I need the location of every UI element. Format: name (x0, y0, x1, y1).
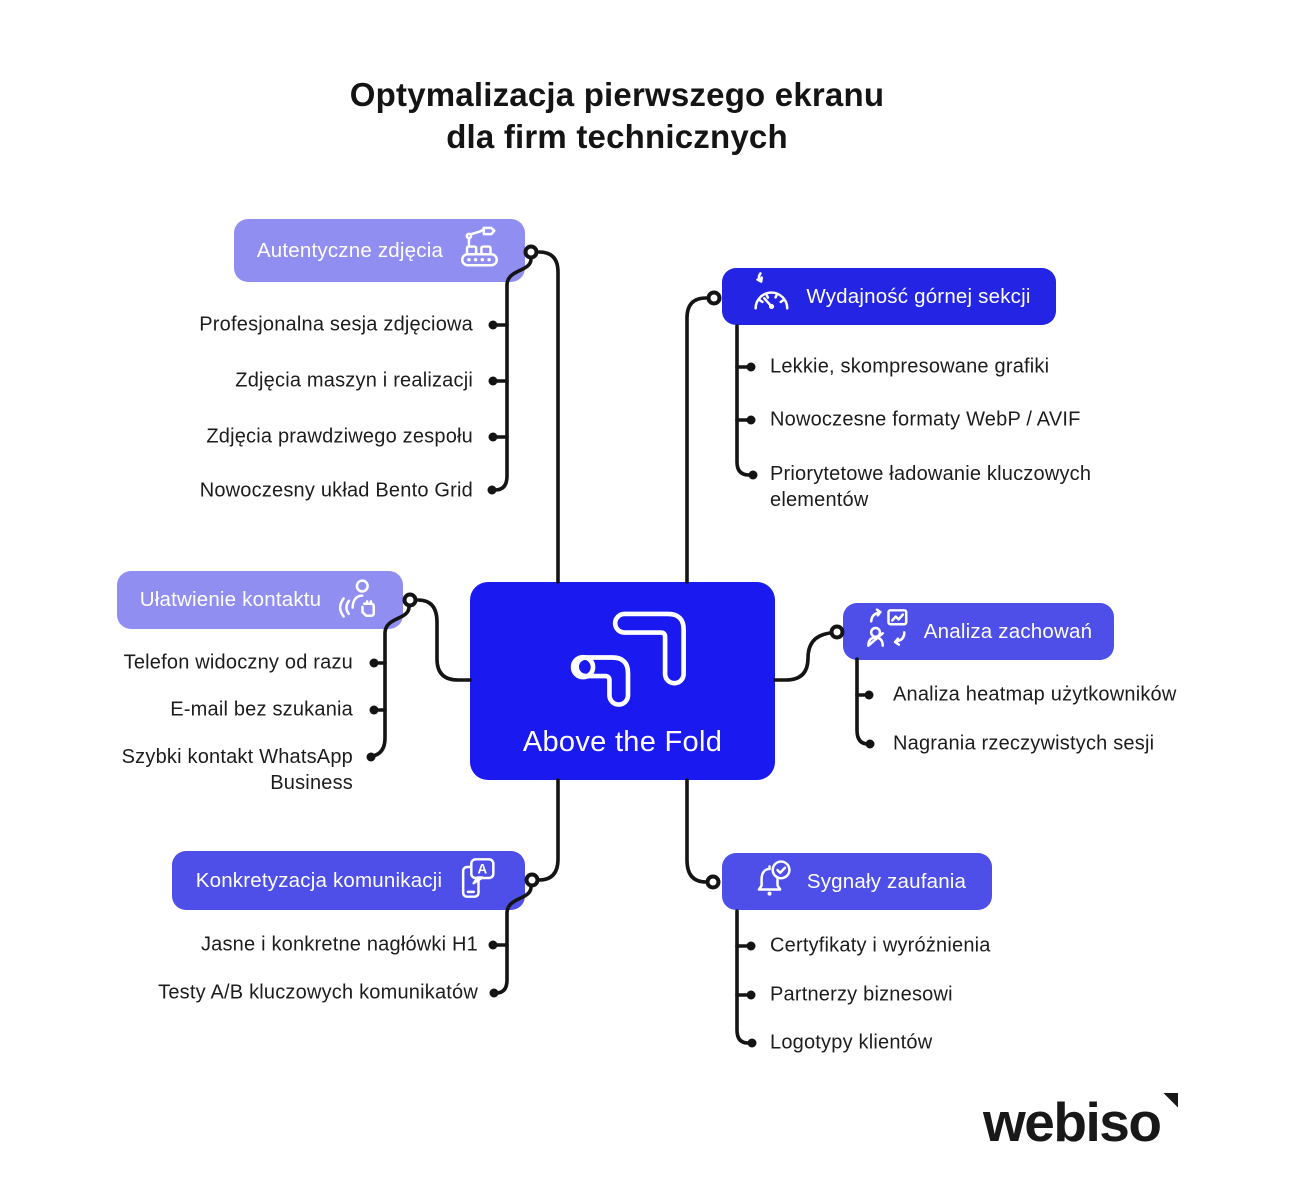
message-phone-icon: A (455, 855, 501, 906)
item-dot (748, 470, 758, 480)
item-dot (488, 320, 498, 330)
item-dot (746, 362, 756, 372)
list-item: Szybki kontakt WhatsApp Business (121, 746, 353, 794)
connector-line (416, 598, 472, 682)
branch-node-konkretyzacja-komunikacji: Konkretyzacja komunikacji A (172, 851, 525, 910)
list-item: Lekkie, skompresowane grafiki (770, 355, 1050, 378)
branch-node-wydajnosc-gornej-sekcji: Wydajność górnej sekcji (722, 268, 1056, 325)
item-dot (369, 705, 379, 715)
connector-line (685, 778, 708, 884)
item-dot (864, 690, 874, 700)
branch-label: Ułatwienie kontaktu (139, 588, 322, 611)
branch-label: Sygnały zaufania (806, 869, 967, 893)
item-dot (488, 376, 498, 386)
list-item: Telefon widoczny od razu (123, 651, 353, 674)
branch-node-autentyczne-zdjecia: Autentyczne zdjęcia (234, 219, 525, 282)
branch-label: Konkretyzacja komunikacji (195, 868, 443, 892)
list-item: E-mail bez szukania (170, 698, 353, 721)
item-dot (488, 940, 498, 950)
webiso-logo: webiso (983, 1090, 1179, 1154)
node-connector-dot (524, 872, 540, 888)
item-dot (746, 415, 756, 425)
list-item: Partnerzy biznesowi (770, 983, 953, 1006)
connector-line (773, 631, 832, 682)
central-node-label: Above the Fold (522, 725, 723, 758)
branch-label: Analiza zachowań (923, 619, 1093, 643)
node-connector-dot (402, 592, 418, 608)
list-item: Zdjęcia maszyn i realizacji (235, 369, 473, 392)
behavior-analytics-icon (865, 606, 911, 657)
connector-line (537, 778, 560, 882)
item-dot (366, 752, 376, 762)
node-connector-dot (705, 874, 721, 890)
bell-check-icon (748, 856, 794, 907)
factory-robot-icon (456, 225, 502, 276)
connector-line (685, 296, 708, 584)
item-dot (487, 485, 497, 495)
list-item: Zdjęcia prawdziwego zespołu (206, 425, 473, 448)
title-line-2: dla firm technicznych (446, 118, 788, 155)
item-dot (489, 988, 499, 998)
branch-node-ulatwienie-kontaktu: Ułatwienie kontaktu (117, 571, 403, 629)
item-dot (747, 1038, 757, 1048)
list-item: Jasne i konkretne nagłówki H1 (200, 933, 478, 956)
branch-spine (855, 657, 870, 746)
branch-spine (735, 324, 751, 477)
central-node-above-the-fold: Above the Fold (470, 582, 775, 780)
connector-line (537, 250, 560, 584)
item-dot (746, 941, 756, 951)
item-dot (488, 432, 498, 442)
list-item: Nowoczesny układ Bento Grid (199, 479, 473, 502)
branch-label: Autentyczne zdjęcia (256, 238, 444, 262)
branch-spine (493, 257, 533, 492)
list-item: Logotypy klientów (770, 1031, 933, 1054)
branch-spine (735, 909, 750, 1045)
node-connector-dot (523, 244, 539, 260)
list-item: Certyfikaty i wyróżnienia (770, 934, 991, 957)
item-dot (746, 990, 756, 1000)
node-connector-dot (706, 290, 722, 306)
branch-spine (371, 605, 411, 758)
webiso-mark-icon (548, 604, 698, 716)
list-item: Nowoczesne formaty WebP / AVIF (770, 408, 1081, 431)
icon-letter: A (478, 862, 488, 877)
branch-node-analiza-zachowan: Analiza zachowań (843, 603, 1114, 660)
item-dot (865, 739, 875, 749)
list-item: Analiza heatmap użytkowników (893, 683, 1177, 706)
logo-accent-mark (1163, 1093, 1179, 1108)
list-item: Nagrania rzeczywistych sesji (893, 732, 1155, 755)
title-line-1: Optymalizacja pierwszego ekranu (349, 76, 885, 113)
list-item: Testy A/B kluczowych komunikatów (158, 981, 478, 1004)
speed-gauge-icon (747, 271, 793, 322)
item-dot (369, 658, 379, 668)
page-title: Optymalizacja pierwszego ekranu dla firm … (0, 74, 1234, 158)
list-item: Priorytetowe ładowanie kluczowych elemen… (770, 463, 1092, 511)
list-item: Profesjonalna sesja zdjęciowa (199, 313, 473, 336)
contact-person-icon (334, 575, 380, 626)
node-connector-dot (829, 624, 845, 640)
webiso-logo-text: webiso (983, 1091, 1162, 1153)
branch-label: Wydajność górnej sekcji (806, 284, 1031, 308)
branch-node-sygnaly-zaufania: Sygnały zaufania (722, 853, 992, 910)
